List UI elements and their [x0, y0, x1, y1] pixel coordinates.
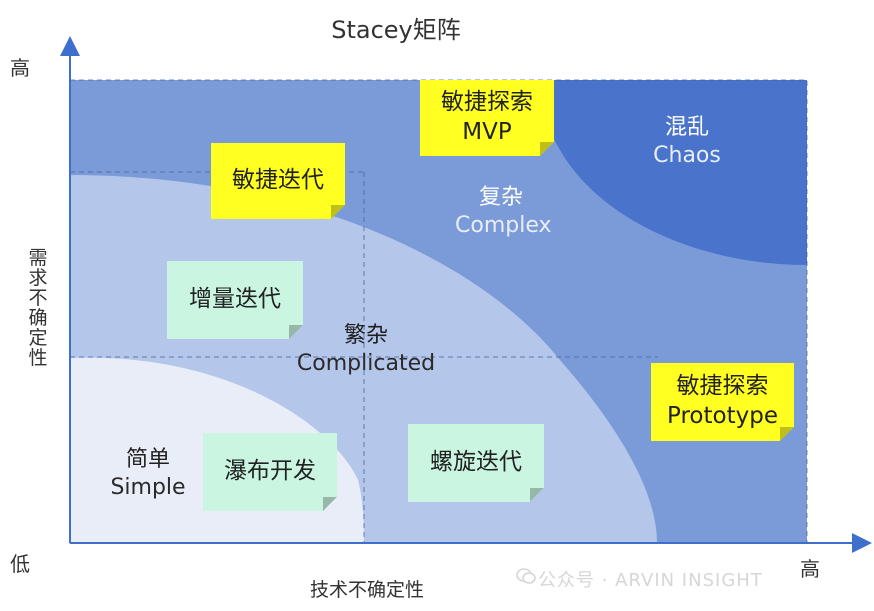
note-spiral-text: 螺旋迭代 — [430, 449, 522, 476]
note-agile-explore-prototype: 敏捷探索 Prototype — [651, 363, 794, 441]
note-incremental-text: 增量迭代 — [189, 286, 281, 313]
note-waterfall-text: 瀑布开发 — [224, 458, 316, 485]
zone-simple-en: Simple — [110, 474, 186, 500]
y-axis-title: 需求不确定性 — [28, 247, 48, 369]
chaos-zone — [539, 80, 807, 265]
zone-label-complicated: 繁杂 Complicated — [296, 322, 436, 377]
zone-complex-zh: 复杂 — [478, 185, 523, 210]
watermark-text: 公众号 · ARVIN INSIGHT — [538, 570, 763, 591]
y-axis-high-label: 高 — [10, 56, 30, 80]
zone-chaos-zh: 混乱 — [664, 115, 709, 140]
note-waterfall: 瀑布开发 — [203, 433, 337, 511]
zone-chaos-en: Chaos — [653, 142, 721, 168]
zone-label-complex: 复杂 Complex — [455, 184, 552, 239]
zone-complex-en: Complex — [455, 212, 552, 238]
zone-label-simple: 简单 Simple — [110, 446, 186, 501]
note-agile-iteration: 敏捷迭代 — [211, 143, 345, 219]
note-agile-iteration-text: 敏捷迭代 — [232, 167, 324, 194]
zone-complicated-en: Complicated — [296, 350, 436, 376]
diagram-title: Stacey矩阵 — [331, 16, 461, 44]
note-spiral: 螺旋迭代 — [408, 424, 544, 502]
note-mvp-line1: 敏捷探索 — [441, 89, 533, 116]
wechat-icon — [516, 568, 536, 584]
note-proto-line2: Prototype — [667, 403, 778, 429]
y-axis-low-label: 低 — [10, 552, 30, 576]
zone-label-chaos: 混乱 Chaos — [645, 114, 729, 169]
note-agile-explore-mvp: 敏捷探索 MVP — [420, 80, 554, 156]
note-proto-line1: 敏捷探索 — [676, 373, 769, 400]
zone-simple-zh: 简单 — [125, 447, 170, 472]
zone-complicated-zh: 繁杂 — [343, 323, 388, 348]
note-incremental: 增量迭代 — [167, 261, 303, 339]
x-axis-title: 技术不确定性 — [310, 579, 425, 601]
x-axis-high-label: 高 — [800, 557, 820, 581]
note-mvp-line2: MVP — [462, 119, 512, 145]
